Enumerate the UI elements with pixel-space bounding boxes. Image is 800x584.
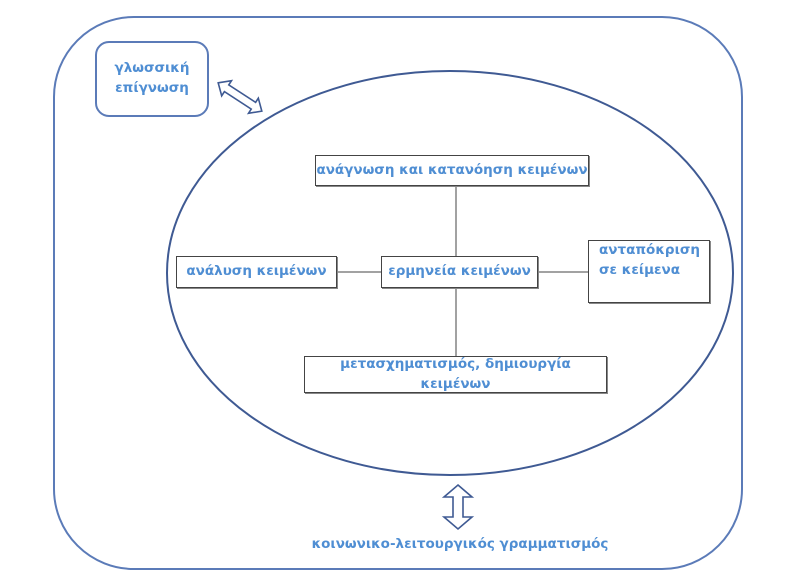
- reading-comprehension-label: ανάγνωση και κατανόηση κειμένων: [316, 161, 588, 178]
- text-analysis-label: ανάλυση κειμένων: [186, 263, 327, 280]
- reading-comprehension-box: ανάγνωση και κατανόηση κειμένων: [315, 155, 589, 186]
- social-functional-literacy-caption: κοινωνικο-λειτουργικός γραμματισμός: [260, 534, 660, 556]
- text-analysis-box: ανάλυση κειμένων: [176, 256, 337, 288]
- language-awareness-line1: γλωσσική: [114, 60, 190, 77]
- language-awareness-line2: επίγνωση: [115, 80, 189, 96]
- text-interpretation-box: ερμηνεία κειμένων: [381, 256, 538, 288]
- text-transformation-box: μετασχηματισμός, δημιουργία κειμένων: [304, 356, 607, 393]
- inner-ellipse: [166, 70, 734, 476]
- social-functional-literacy-label: κοινωνικο-λειτουργικός γραμματισμός: [311, 536, 609, 553]
- outer-frame: [53, 16, 743, 570]
- text-response-box: ανταπόκριση σε κείμενα: [588, 240, 710, 303]
- text-interpretation-label: ερμηνεία κειμένων: [388, 263, 531, 280]
- text-transformation-label: μετασχηματισμός, δημιουργία κειμένων: [340, 355, 571, 392]
- language-awareness-box: γλωσσική επίγνωση: [95, 41, 209, 117]
- double-arrow-diagonal-icon: [217, 79, 263, 115]
- text-response-line2: σε κείμενα: [599, 261, 681, 278]
- double-arrow-vertical-icon: [441, 483, 475, 531]
- text-response-line1: ανταπόκριση: [599, 242, 700, 258]
